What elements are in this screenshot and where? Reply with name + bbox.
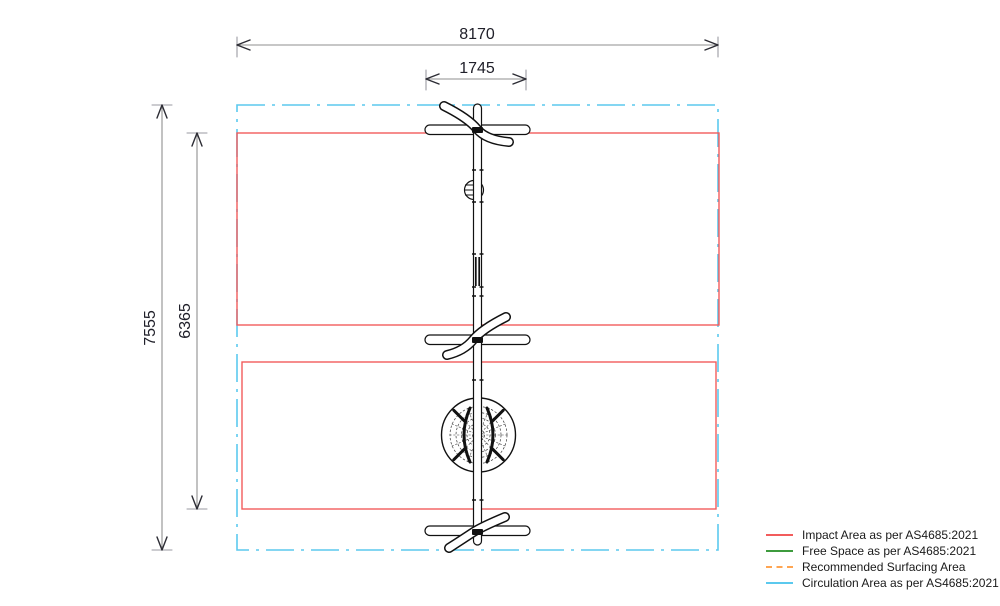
legend-item-recommended-surfacing: Recommended Surfacing Area xyxy=(766,559,999,575)
dimension-label-impact-depth: 6365 xyxy=(177,303,194,339)
surfacing-line-swatch xyxy=(766,566,793,568)
dimension-label-beam-width: 1745 xyxy=(459,60,495,77)
legend-label: Impact Area as per AS4685:2021 xyxy=(802,528,979,542)
legend: Impact Area as per AS4685:2021 Free Spac… xyxy=(766,527,999,591)
post-sleeve xyxy=(474,257,481,286)
junction-knots xyxy=(472,127,483,535)
dimension-overall-width: 8170 xyxy=(236,26,719,58)
dimension-overall-depth: 7555 xyxy=(142,104,173,551)
dimension-label-overall-width: 8170 xyxy=(459,26,495,43)
legend-label: Free Space as per AS4685:2021 xyxy=(802,544,977,558)
spinner-braces xyxy=(452,406,505,464)
extension-ticks xyxy=(425,69,527,91)
extension-ticks xyxy=(236,36,719,58)
equipment-plan xyxy=(424,101,531,553)
arrowheads xyxy=(236,39,719,51)
free-space-line-swatch xyxy=(766,550,793,552)
impact-area-line-swatch xyxy=(766,534,793,536)
arrowheads xyxy=(191,132,203,510)
legend-label: Circulation Area as per AS4685:2021 xyxy=(802,576,999,590)
arrowheads xyxy=(425,73,527,85)
dimension-label-overall-depth: 7555 xyxy=(142,310,159,346)
post-joints xyxy=(472,169,484,501)
main-post xyxy=(472,103,483,546)
circulation-area-line-swatch xyxy=(766,582,793,584)
arrowheads xyxy=(156,104,168,551)
dimension-beam-width: 1745 xyxy=(425,60,527,91)
legend-label: Recommended Surfacing Area xyxy=(802,560,966,574)
legend-item-impact-area: Impact Area as per AS4685:2021 xyxy=(766,527,999,543)
dimension-impact-depth: 6365 xyxy=(177,132,208,510)
legend-item-free-space: Free Space as per AS4685:2021 xyxy=(766,543,999,559)
legend-item-circulation-area: Circulation Area as per AS4685:2021 xyxy=(766,575,999,591)
